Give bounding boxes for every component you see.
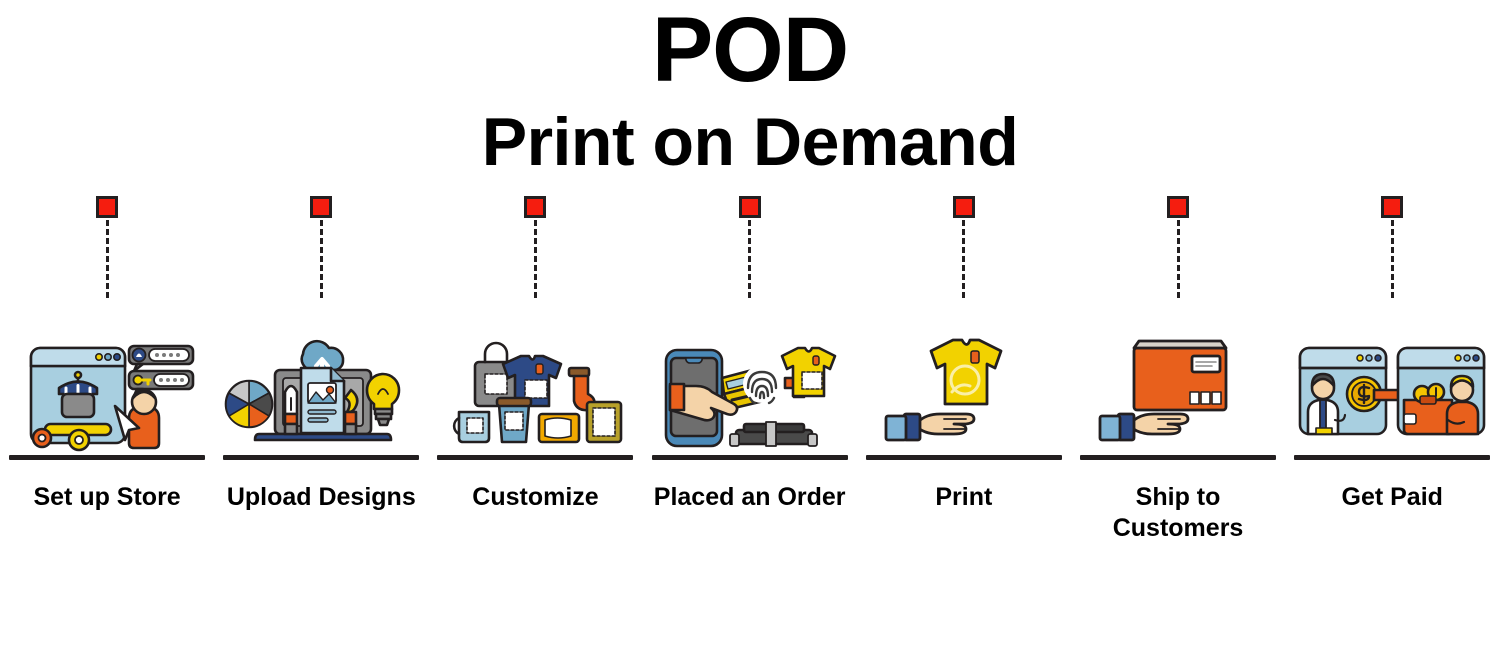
red-square-marker-icon [1381, 196, 1404, 218]
ground-line [651, 455, 848, 460]
dashed-connector-line [533, 220, 537, 298]
red-square-marker-icon [96, 196, 119, 218]
step-marker-5 [857, 196, 1071, 314]
step-label-5: Print [935, 483, 993, 511]
money-transfer-icon [1294, 330, 1491, 460]
step-get-paid[interactable]: Get Paid [1285, 196, 1499, 596]
products-customize-icon [437, 330, 634, 460]
step-marker-1 [0, 196, 214, 314]
step-label-1: Set up Store [33, 483, 181, 511]
ground-line [9, 455, 206, 460]
step-set-up-store[interactable]: Set up Store [0, 196, 214, 596]
process-steps: Set up Store [0, 196, 1500, 596]
dashed-connector-line [105, 220, 109, 298]
red-square-marker-icon [738, 196, 761, 218]
step-label-3: Customize [472, 483, 599, 511]
step-label-4: Placed an Order [653, 483, 846, 511]
step-marker-2 [214, 196, 428, 314]
hand-shipping-box-icon [1080, 330, 1277, 460]
step-ship-to-customers[interactable]: Ship to Customers [1071, 196, 1285, 596]
page-subtitle: Print on Demand [481, 104, 1019, 180]
ground-line [1080, 455, 1277, 460]
step-label-7: Get Paid [1341, 483, 1443, 511]
red-square-marker-icon [524, 196, 547, 218]
red-square-marker-icon [1167, 196, 1190, 218]
storefront-setup-icon [9, 330, 206, 460]
step-label-6: Ship to Customers [1112, 483, 1244, 542]
step-marker-4 [643, 196, 857, 314]
step-placed-an-order[interactable]: Placed an Order [643, 196, 857, 596]
step-customize[interactable]: Customize [428, 196, 642, 596]
dashed-connector-line [319, 220, 323, 298]
mobile-payment-order-icon [651, 330, 848, 460]
laptop-cloud-upload-icon [223, 330, 420, 460]
page-title: POD [651, 0, 849, 101]
step-upload-designs[interactable]: Upload Designs [214, 196, 428, 596]
dashed-connector-line [962, 220, 966, 298]
title-block: POD Print on Demand [0, 4, 1500, 180]
step-label-2: Upload Designs [226, 483, 416, 511]
dashed-connector-line [1176, 220, 1180, 298]
ground-line [1294, 455, 1491, 460]
red-square-marker-icon [310, 196, 333, 218]
ground-line [437, 455, 634, 460]
step-marker-6 [1071, 196, 1285, 314]
ground-line [865, 455, 1062, 460]
hand-printed-shirt-icon [865, 330, 1062, 460]
step-marker-3 [428, 196, 642, 314]
step-marker-7 [1285, 196, 1499, 314]
step-print[interactable]: Print [857, 196, 1071, 596]
ground-line [223, 455, 420, 460]
dashed-connector-line [748, 220, 752, 298]
red-square-marker-icon [952, 196, 975, 218]
dashed-connector-line [1390, 220, 1394, 298]
